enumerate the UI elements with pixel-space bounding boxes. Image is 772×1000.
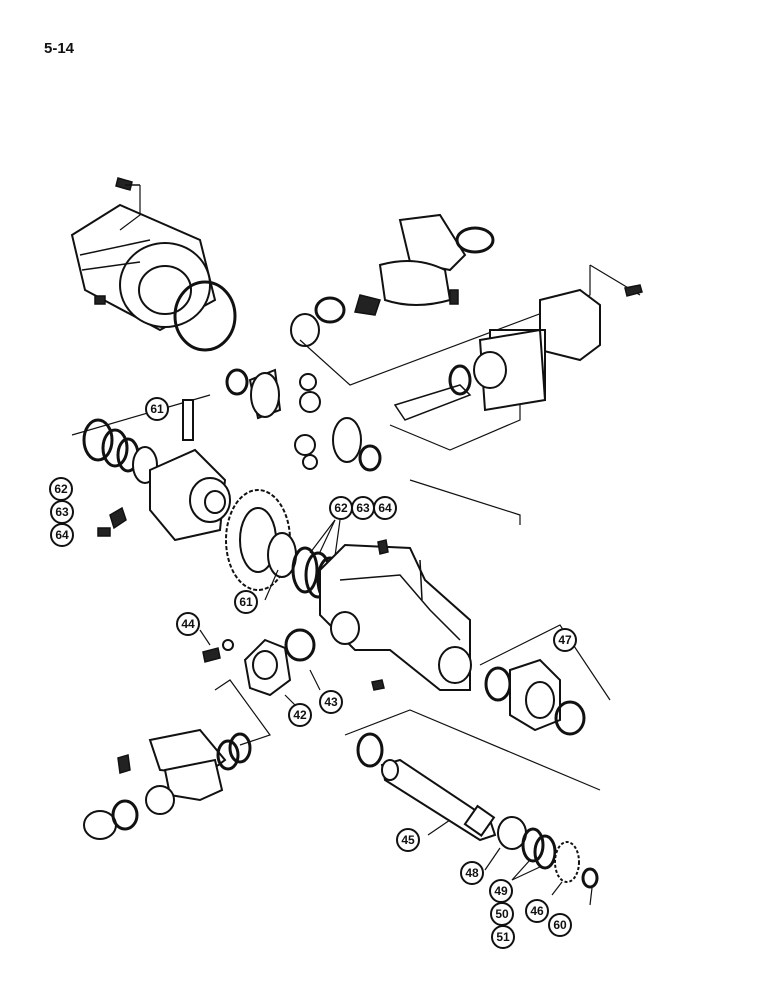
svg-text:64: 64	[378, 501, 392, 515]
axle-shaft	[356, 732, 497, 842]
o-ring-43	[284, 628, 316, 662]
main-axle-housing	[319, 539, 472, 691]
svg-text:60: 60	[553, 918, 567, 932]
svg-text:46: 46	[530, 904, 544, 918]
callout-43: 43	[319, 690, 343, 714]
page-number: 5-14	[44, 40, 75, 57]
o-ring-right	[484, 666, 512, 702]
callout-46: 46	[525, 899, 549, 923]
differential-carrier	[82, 399, 231, 542]
callout-63b: 63	[351, 496, 375, 520]
callout-45: 45	[396, 828, 420, 852]
callout-61b: 61	[234, 590, 258, 614]
callout-60: 60	[548, 913, 572, 937]
hex-collar	[509, 658, 561, 732]
svg-text:50: 50	[495, 907, 509, 921]
lower-flange	[202, 638, 292, 697]
callout-51: 51	[491, 925, 515, 949]
steering-knuckle-assembly	[290, 213, 495, 347]
callout-42: 42	[288, 703, 312, 727]
callout-63a: 63	[50, 500, 74, 524]
callout-62b: 62	[329, 496, 353, 520]
svg-text:63: 63	[356, 501, 370, 515]
callout-61a: 61	[145, 397, 169, 421]
differential-gears	[225, 368, 382, 472]
callout-47: 47	[553, 628, 577, 652]
svg-text:47: 47	[558, 633, 572, 647]
callout-49: 49	[489, 879, 513, 903]
pinion-housing	[393, 284, 643, 421]
svg-text:61: 61	[239, 595, 253, 609]
svg-text:43: 43	[324, 695, 338, 709]
callout-44: 44	[176, 612, 200, 636]
svg-text:44: 44	[181, 617, 195, 631]
svg-text:61: 61	[150, 402, 164, 416]
callout-64a: 64	[50, 523, 74, 547]
svg-text:62: 62	[54, 482, 68, 496]
svg-text:64: 64	[55, 528, 69, 542]
svg-text:51: 51	[496, 930, 510, 944]
callout-62a: 62	[49, 477, 73, 501]
svg-text:49: 49	[494, 884, 508, 898]
axle-housing-left	[70, 177, 217, 332]
gasket-ring	[173, 280, 237, 352]
callout-50: 50	[490, 902, 514, 926]
svg-text:45: 45	[401, 833, 415, 847]
callout-48: 48	[460, 861, 484, 885]
steering-linkage	[83, 728, 252, 840]
svg-text:62: 62	[334, 501, 348, 515]
pinion-gear-46	[554, 841, 580, 883]
svg-text:63: 63	[55, 505, 69, 519]
callout-64b: 64	[373, 496, 397, 520]
svg-text:48: 48	[465, 866, 479, 880]
svg-text:42: 42	[293, 708, 307, 722]
